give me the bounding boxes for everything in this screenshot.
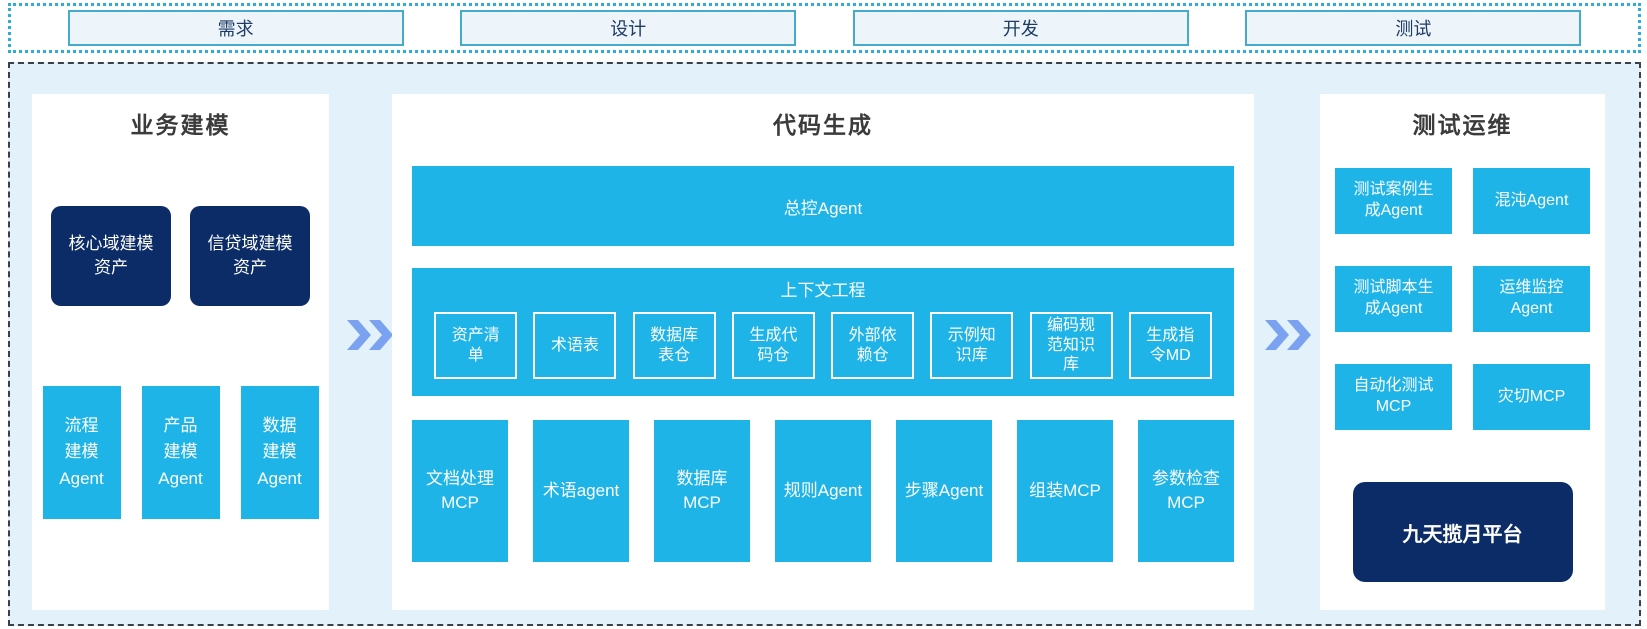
context-engineering-title: 上下文工程 bbox=[780, 281, 866, 300]
database-mcp-box: 数据库 MCP bbox=[654, 420, 750, 562]
flow-arrow-icon bbox=[1261, 316, 1311, 354]
chevron-glyph bbox=[347, 320, 371, 350]
test-case-gen-agent-box: 测试案例生 成Agent bbox=[1335, 168, 1452, 234]
chevron-glyph bbox=[369, 320, 393, 350]
context-items-row: 资产清 单 术语表 数据库 表仓 生成代 码仓 外部依 赖仓 示例知 识库 编码… bbox=[412, 312, 1234, 379]
param-check-mcp-box: 参数检查 MCP bbox=[1138, 420, 1234, 562]
context-item-generate-instruction-md: 生成指 令MD bbox=[1128, 312, 1212, 379]
business-modeling-title: 业务建模 bbox=[130, 112, 231, 138]
executor-row: 文档处理 MCP 术语agent 数据库 MCP 规则Agent 步骤Agent… bbox=[412, 420, 1234, 562]
automated-testing-mcp-box: 自动化测试 MCP bbox=[1335, 364, 1452, 430]
context-item-generated-code-repo: 生成代 码仓 bbox=[731, 312, 815, 379]
test-ops-grid: 测试案例生 成Agent 混沌Agent 测试脚本生 成Agent 运维监控 A… bbox=[1320, 168, 1605, 430]
ops-monitoring-agent-box: 运维监控 Agent bbox=[1473, 266, 1590, 332]
master-agent-bar: 总控Agent bbox=[412, 166, 1234, 246]
main-container: 业务建模 核心域建模 资产 信贷域建模 资产 流程 建模 Agent 产品 建模… bbox=[8, 62, 1641, 626]
data-modeling-agent-box: 数据 建模 Agent bbox=[240, 386, 319, 519]
context-item-glossary: 术语表 bbox=[533, 312, 617, 379]
phase-bar: 需求 设计 开发 测试 bbox=[8, 3, 1641, 53]
test-script-gen-agent-box: 测试脚本生 成Agent bbox=[1335, 266, 1452, 332]
flow-arrow-icon bbox=[343, 316, 393, 354]
chaos-agent-box: 混沌Agent bbox=[1473, 168, 1590, 234]
step-agent-box: 步骤Agent bbox=[896, 420, 992, 562]
doc-processing-mcp-box: 文档处理 MCP bbox=[412, 420, 508, 562]
process-modeling-agent-box: 流程 建模 Agent bbox=[42, 386, 121, 519]
test-ops-title: 测试运维 bbox=[1412, 112, 1513, 138]
chevron-glyph bbox=[1265, 320, 1289, 350]
context-item-external-deps-repo: 外部依 赖仓 bbox=[831, 312, 915, 379]
product-modeling-agent-box: 产品 建模 Agent bbox=[141, 386, 220, 519]
asset-box-credit-domain: 信贷域建模 资产 bbox=[190, 206, 310, 306]
business-modeling-panel: 业务建模 核心域建模 资产 信贷域建模 资产 流程 建模 Agent 产品 建模… bbox=[32, 94, 329, 610]
jiutian-lanyue-platform-box: 九天揽月平台 bbox=[1352, 482, 1573, 582]
rule-agent-box: 规则Agent bbox=[775, 420, 871, 562]
term-agent-box: 术语agent bbox=[533, 420, 629, 562]
asset-box-core-domain: 核心域建模 资产 bbox=[51, 206, 171, 306]
asset-row: 核心域建模 资产 信贷域建模 资产 bbox=[32, 206, 329, 306]
code-generation-title: 代码生成 bbox=[773, 112, 873, 138]
code-generation-panel: 代码生成 总控Agent 上下文工程 资产清 单 术语表 数据库 表仓 生成代 … bbox=[392, 94, 1254, 610]
phase-box-requirements: 需求 bbox=[67, 10, 404, 46]
disaster-switch-mcp-box: 灾切MCP bbox=[1473, 364, 1590, 430]
assembly-mcp-box: 组装MCP bbox=[1017, 420, 1113, 562]
context-item-db-table-repo: 数据库 表仓 bbox=[632, 312, 716, 379]
context-item-asset-list: 资产清 单 bbox=[434, 312, 518, 379]
chevron-glyph bbox=[1287, 320, 1311, 350]
context-engineering-box: 上下文工程 资产清 单 术语表 数据库 表仓 生成代 码仓 外部依 赖仓 示例知… bbox=[412, 268, 1234, 396]
context-item-example-kb: 示例知 识库 bbox=[930, 312, 1014, 379]
phase-box-testing: 测试 bbox=[1245, 10, 1582, 46]
context-item-coding-standard-kb: 编码规 范知识 库 bbox=[1029, 312, 1113, 379]
modeling-agent-row: 流程 建模 Agent 产品 建模 Agent 数据 建模 Agent bbox=[32, 386, 329, 519]
phase-box-design: 设计 bbox=[460, 10, 797, 46]
test-ops-panel: 测试运维 测试案例生 成Agent 混沌Agent 测试脚本生 成Agent 运… bbox=[1320, 94, 1605, 610]
phase-box-development: 开发 bbox=[852, 10, 1189, 46]
